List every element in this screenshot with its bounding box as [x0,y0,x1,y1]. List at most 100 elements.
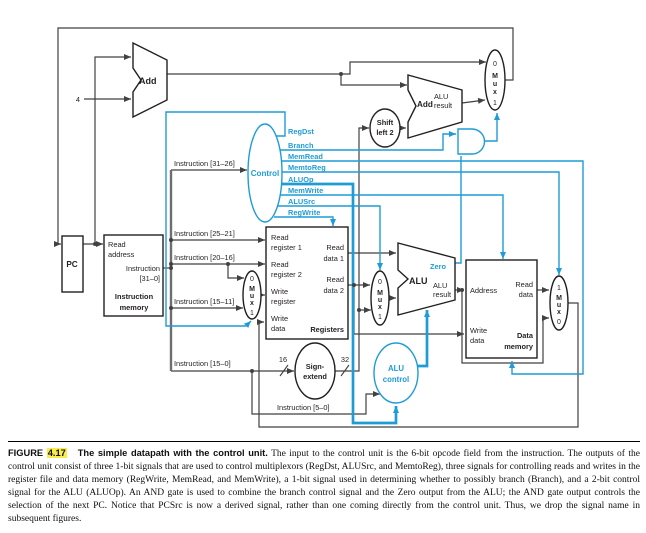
mux-pcsrc-0: 0 [493,61,497,68]
mux-alusrc-u: u [378,297,382,304]
alu-control-1: ALU [388,364,404,373]
mux-regdst-labels: 0 M u x 1 [249,276,255,317]
mux-pcsrc-u: u [493,81,497,88]
wire-branch-adder-out [461,97,486,104]
caption-figure-label: FIGURE [8,448,44,458]
dmem-address: Address [470,286,497,295]
blocks [61,41,569,400]
reg-wr-2: register [271,297,296,306]
reg-rd1-1: Read [326,243,344,252]
dmem-wd-1: Write [470,326,487,335]
pc-label: PC [66,260,77,269]
wire-branch [280,131,456,151]
imem-read-address-2: address [108,250,135,259]
mux-pcsrc-m: M [492,73,498,80]
instruction-memory-block [103,234,164,317]
mux-regdst [242,270,262,320]
shift-left-1: Shift [377,118,394,127]
wire-regwrite [274,216,336,226]
mux-memtoreg-0: 0 [557,319,561,326]
branch-adder-label: Add [417,100,433,109]
mux-regdst-m: M [249,286,255,293]
branch-adder-result-1: ALU [434,92,448,101]
mux-memtoreg-labels: 1 M u x 0 [556,285,562,326]
wire-pc-to-add [94,54,131,244]
alu-result-2: result [433,290,451,299]
dmem-rd-2: data [519,290,534,299]
width-16-label: 16 [279,355,287,364]
mux-regdst-1: 1 [250,310,254,317]
mux-alusrc-m: M [377,290,383,297]
mux-memtoreg-x: x [557,309,561,316]
mux-pcsrc-1: 1 [493,100,497,107]
caption-figure-number: 4.17 [46,448,67,458]
mux-regdst-0: 0 [250,276,254,283]
alu-name: ALU [409,276,428,286]
mux-alusrc-labels: 0 M u x 1 [377,279,383,321]
mux-alusrc-1: 1 [378,314,382,321]
reg-rr2-1: Read [271,260,289,269]
control-oval [247,123,283,223]
control-blocks [247,123,486,404]
control-wires-thick [281,182,430,425]
junction-dots [93,72,464,373]
instr-15-11-label: Instruction [15–11] [174,297,234,306]
wire-alu-result-bypass [461,290,549,364]
mux-alusrc [370,270,390,326]
and-gate [457,128,486,155]
signal-memread: MemRead [288,152,323,161]
reg-rr2-2: register 2 [271,270,302,279]
pc-block [61,235,84,293]
wire-memtoreg [282,171,562,275]
alu-result-1: ALU [433,281,447,290]
wire-aluop [281,182,399,425]
wire-instr-5-0 [251,371,380,415]
imem-name-2: memory [120,303,150,312]
reg-rr1-1: Read [271,233,289,242]
reg-rd2-2: data 2 [323,286,344,295]
signal-alusrc: ALUSrc [288,197,315,206]
data-memory-block [465,259,538,359]
branch-adder-result-2: result [434,101,452,110]
imem-out-2: [31–0] [139,274,160,283]
caption-title: The simple datapath with the control uni… [77,448,268,458]
registers-name: Registers [310,325,344,334]
mux-pcsrc [484,49,506,111]
reg-wd-2: data [271,324,286,333]
wire-instr-20-16-muxdrop [227,264,244,281]
reg-rd2-1: Read [326,275,344,284]
control-label: Control [251,169,279,178]
sign-extend-1: Sign- [306,362,325,371]
signal-regdst: RegDst [288,127,314,136]
imem-read-address-1: Read [108,240,126,249]
mux-alusrc-x: x [378,304,382,311]
instr-20-16-label: Instruction [20–16] [174,253,235,262]
mux-pcsrc-x: x [493,89,497,96]
alu-control-oval [373,342,419,404]
wire-pcsrc-mux-out [54,27,514,247]
mux-memtoreg [549,275,569,331]
dmem-name-1: Data [517,331,534,340]
const4-label: 4 [76,95,80,104]
wire-pc4-to-branch-adder [340,74,407,88]
reg-rr1-2: register 1 [271,243,302,252]
caption-body: The input to the control unit is the 6-b… [8,449,640,524]
bus-width-slashes [279,364,350,377]
pc-adder-label: Add [139,76,157,86]
reg-wd-1: Write [271,314,288,323]
signal-memtoreg: MemtoReg [288,163,326,172]
signal-branch: Branch [288,141,314,150]
mux-memtoreg-1: 1 [557,285,561,292]
shift-left-2: left 2 [376,128,393,137]
wire-memread [281,160,584,375]
wire-alucontrol-out [417,310,430,368]
signal-memwrite: MemWrite [288,186,323,195]
mux-pcsrc-labels: 0 M u x 1 [492,61,498,107]
pc-adder [132,41,168,119]
branch-adder [407,74,463,139]
instr-25-21-label: Instruction [25–21] [174,229,235,238]
wire-signext-out [335,125,369,372]
alu-zero-label: Zero [430,262,447,271]
alu-control-2: control [383,375,409,384]
